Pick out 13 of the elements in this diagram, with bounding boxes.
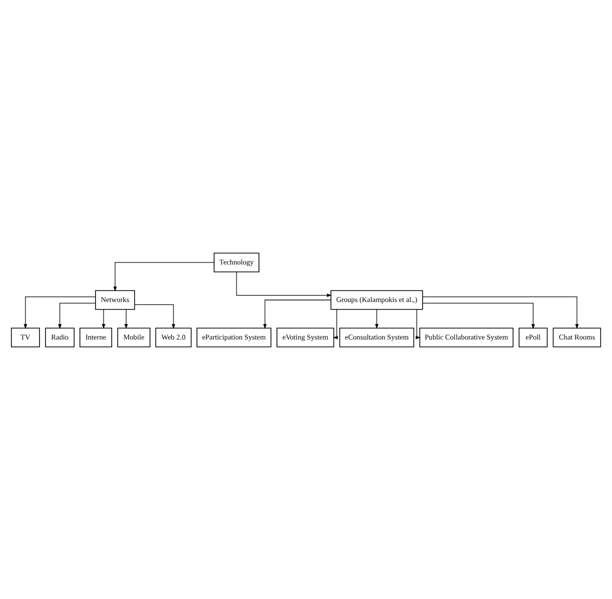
arrow: [113, 262, 214, 291]
arrow: [134, 304, 176, 328]
arrow: [422, 302, 535, 329]
arrow: [24, 296, 96, 329]
arrow: [422, 296, 579, 329]
arrow: [124, 308, 128, 328]
arrow: [236, 271, 332, 297]
arrow: [332, 308, 338, 339]
arrow: [375, 308, 378, 328]
arrow: [102, 308, 106, 328]
arrow: [416, 308, 421, 339]
arrow: [263, 299, 332, 328]
arrow: [58, 302, 96, 329]
